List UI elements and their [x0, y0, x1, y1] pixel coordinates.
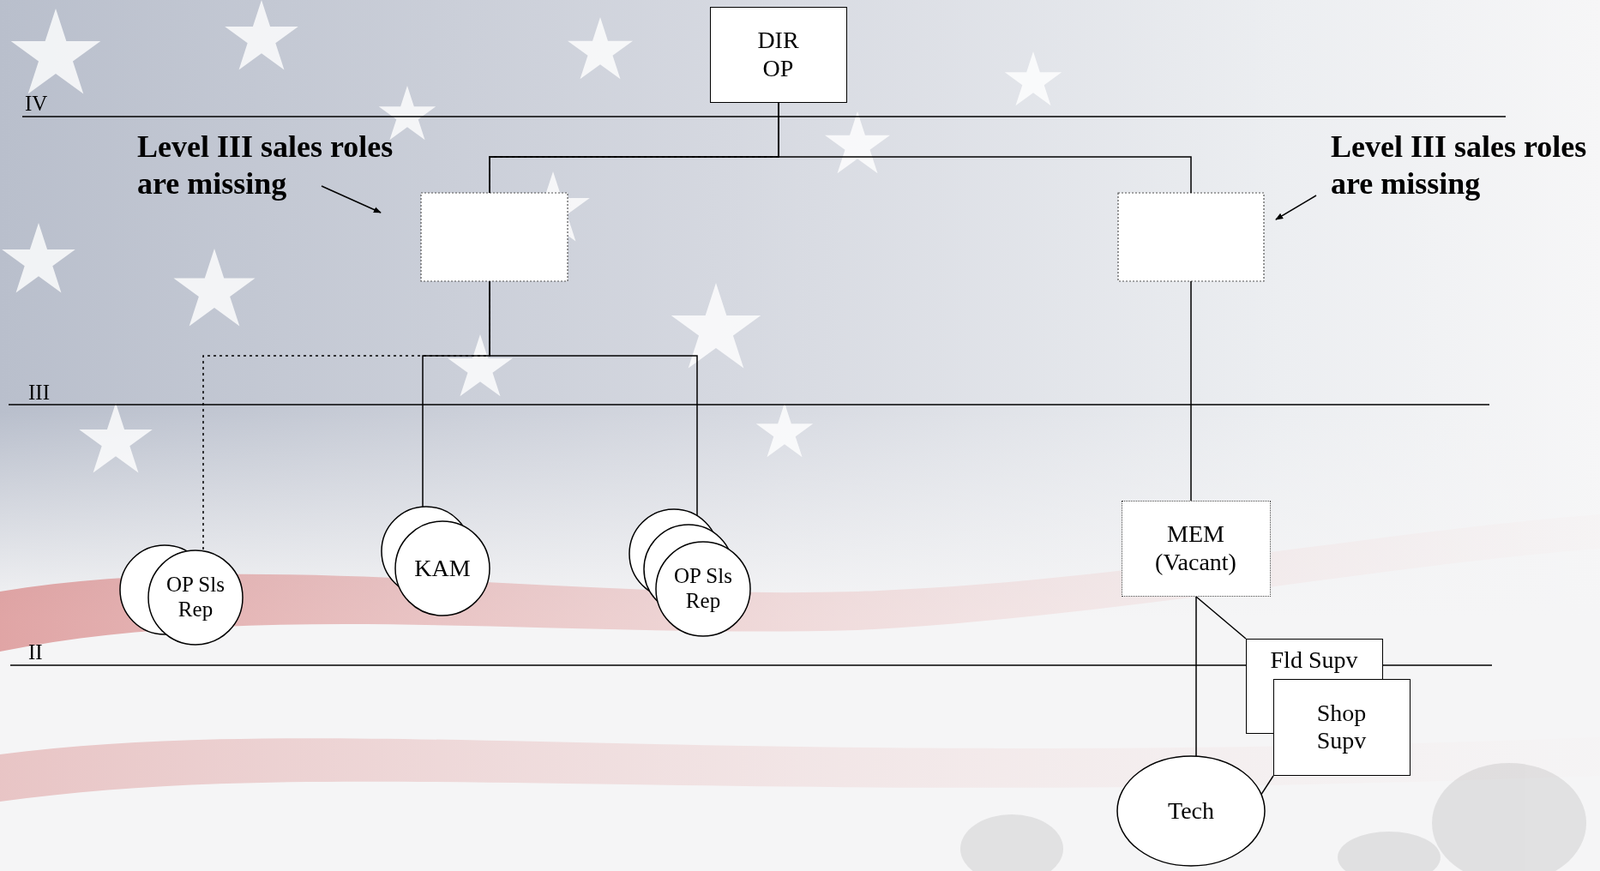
level-label-holder: II	[28, 639, 43, 666]
vacant-position-box: MEM (Vacant)	[1121, 500, 1271, 597]
callout-note-holder: Level III sales roles are missing	[1330, 128, 1588, 203]
flag-stripe	[0, 514, 1600, 652]
reporting-line	[422, 102, 779, 507]
flag-field	[0, 0, 1600, 618]
reporting-line	[778, 102, 1191, 501]
person-circle	[655, 541, 751, 637]
reporting-line	[489, 102, 779, 517]
position-box: DIR OP	[709, 6, 848, 103]
node-text: Tech	[1167, 797, 1215, 825]
reporting-line	[1261, 775, 1274, 795]
callout-note: Level III sales roles are missing	[1330, 128, 1588, 203]
leader-arrow	[1275, 195, 1317, 220]
node-text: Fld Supv	[1270, 646, 1359, 674]
position-circle: OP Sls Rep	[118, 543, 246, 647]
reporting-line	[1195, 596, 1197, 757]
position-box: Shop Supv	[1273, 679, 1411, 776]
node-text: MEM (Vacant)	[1131, 520, 1261, 576]
callout-note: Level III sales roles are missing	[137, 128, 421, 203]
soldier-silhouettes	[960, 763, 1587, 871]
position-ellipse: Tech	[1115, 754, 1267, 868]
missing-role-box	[1118, 192, 1264, 282]
leader-arrow	[321, 186, 381, 213]
level-label-holder: IV	[24, 90, 48, 117]
level-label: IV	[24, 90, 48, 117]
person-circle	[395, 521, 490, 616]
reporting-line	[1196, 596, 1246, 639]
person-circle	[148, 550, 243, 645]
level-label: II	[28, 639, 43, 666]
flag-stars	[1, 0, 1062, 473]
level-label-holder: III	[28, 379, 50, 406]
node-text: KAM	[414, 554, 470, 583]
node-text: DIR OP	[757, 26, 799, 82]
level-line	[8, 403, 1490, 406]
node-text: OP Sls Rep	[161, 572, 230, 623]
reporting-line	[203, 102, 779, 552]
position-circle: OP Sls Rep	[627, 507, 753, 638]
missing-role-box	[421, 192, 568, 282]
level-label: III	[28, 379, 50, 406]
node-text: OP Sls Rep	[668, 564, 738, 614]
person-ellipse	[1117, 756, 1265, 867]
node-text: Shop Supv	[1317, 699, 1367, 755]
position-circle: KAM	[379, 505, 492, 618]
callout-note-holder: Level III sales roles are missing	[137, 128, 421, 203]
level-line	[22, 115, 1506, 118]
